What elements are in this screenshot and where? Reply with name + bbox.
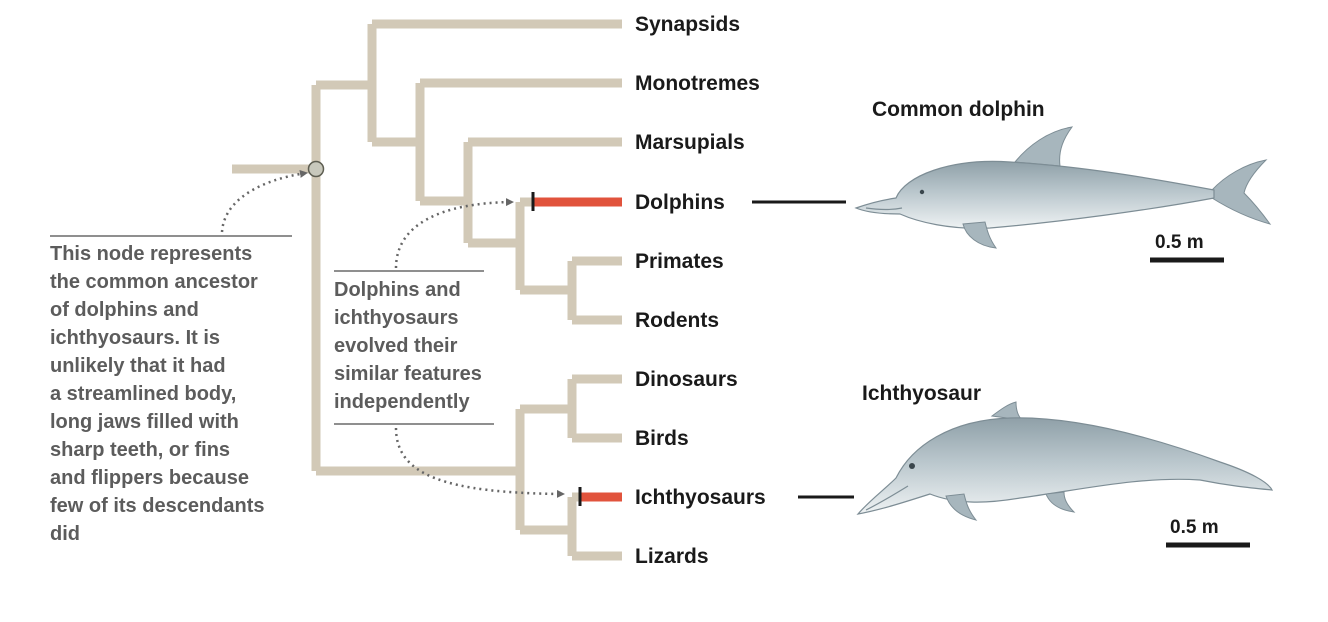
label-rodents: Rodents — [635, 309, 719, 332]
ichthyosaur-eye — [909, 463, 915, 469]
dolphin-scale-label: 0.5 m — [1155, 232, 1204, 253]
label-primates: Primates — [635, 250, 724, 273]
ichthyosaur-illustration — [856, 401, 1274, 521]
convergence-arrow-to-ichthyosaurs — [394, 427, 565, 498]
node-annotation-line: long jaws filled with — [50, 411, 239, 433]
dolphin-body — [854, 160, 1215, 229]
node-annotation-line: and flippers because — [50, 467, 249, 489]
node-annotation-line: sharp teeth, or fins — [50, 439, 230, 461]
dolphin-dorsal-fin — [1014, 126, 1074, 167]
convergence-annotation-line: similar features — [334, 363, 482, 385]
node-annotation-line: unlikely that it had — [50, 355, 226, 377]
node-annotation-line: ichthyosaurs. It is — [50, 327, 220, 349]
label-monotremes: Monotremes — [635, 72, 760, 95]
node-annotation-line: did — [50, 523, 80, 545]
dolphin-illustration — [854, 126, 1272, 249]
dolphin-panel: Common dolphin 0.5 m — [854, 98, 1272, 263]
ichthyosaur-panel: Ichthyosaur 0.5 m — [856, 382, 1274, 548]
ichthyosaur-scale-label: 0.5 m — [1170, 517, 1219, 538]
node-annotation-line: the common ancestor — [50, 271, 258, 293]
label-synapsids: Synapsids — [635, 13, 740, 36]
convergence-annotation-line: Dolphins and — [334, 279, 461, 301]
node-annotation-line: a streamlined body, — [50, 383, 236, 405]
convergence-annotation-line: evolved their — [334, 335, 458, 357]
label-marsupials: Marsupials — [635, 131, 745, 154]
label-lizards: Lizards — [635, 545, 709, 568]
taxon-labels: Synapsids Monotremes Marsupials Dolphins… — [635, 13, 766, 568]
convergence-annotation: Dolphins and ichthyosaurs evolved their … — [334, 198, 565, 498]
convergence-annotation-line: ichthyosaurs — [334, 307, 458, 329]
ancestor-node-marker — [307, 160, 325, 178]
label-birds: Birds — [635, 427, 689, 450]
convergence-annotation-line: independently — [334, 391, 470, 413]
node-annotation-arrow — [220, 169, 308, 233]
dolphin-mouth-line — [865, 207, 903, 211]
label-dinosaurs: Dinosaurs — [635, 368, 738, 391]
dolphin-flipper — [962, 221, 998, 249]
tree-branches — [232, 19, 622, 561]
ichthyosaur-rear-flipper — [1045, 491, 1076, 513]
node-annotation-line: This node represents — [50, 243, 252, 265]
ichthyosaur-jaw-line — [865, 485, 909, 511]
dolphin-title: Common dolphin — [872, 98, 1045, 121]
node-annotation-line: of dolphins and — [50, 299, 199, 321]
ichthyosaur-body — [856, 417, 1274, 515]
label-dolphins: Dolphins — [635, 191, 725, 214]
ichthyosaur-front-flipper — [945, 493, 978, 521]
dolphin-eye — [919, 189, 925, 195]
node-annotation-line: few of its descendants — [50, 495, 265, 517]
dolphin-tail-fluke — [1211, 159, 1272, 225]
convergence-arrow-to-dolphins — [394, 198, 514, 269]
ichthyosaur-title: Ichthyosaur — [862, 382, 981, 405]
label-ichthyosaurs: Ichthyosaurs — [635, 486, 766, 509]
node-annotation: This node represents the common ancestor… — [50, 169, 308, 545]
